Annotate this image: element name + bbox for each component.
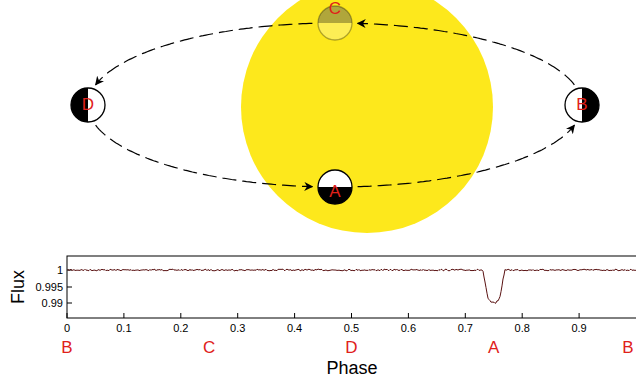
- phase-letter: D: [345, 339, 357, 356]
- x-tick-label: 0.1: [116, 323, 131, 334]
- planet-circle: A: [317, 169, 353, 205]
- x-ticks: [67, 313, 579, 318]
- phase-letter: A: [488, 339, 499, 356]
- planet-circle: B: [564, 87, 600, 123]
- planet-circle: C: [317, 5, 353, 41]
- x-tick-label: 0.8: [515, 323, 530, 334]
- position-letter: D: [70, 87, 106, 123]
- x-tick-label: 0.9: [571, 323, 586, 334]
- axis-title: Phase: [326, 359, 377, 377]
- y-tick-label: 0.995: [35, 282, 63, 293]
- y-tick-label: 1: [57, 265, 63, 276]
- star-disc: [241, 0, 493, 233]
- x-tick-label: 0.3: [230, 323, 245, 334]
- orbit-arc: [358, 23, 575, 85]
- x-tick-label: 0.4: [287, 323, 302, 334]
- orbit-arc: [96, 23, 313, 85]
- x-tick-label: 0.5: [344, 323, 359, 334]
- x-tick-label: 0.7: [458, 323, 473, 334]
- orbit-arc: [96, 125, 313, 187]
- plot-frame: [67, 256, 636, 318]
- phase-letter: B: [61, 339, 72, 356]
- axis-ticks: [67, 270, 72, 303]
- x-tick-label: 0.6: [401, 323, 416, 334]
- position-letter: C: [317, 0, 353, 27]
- y-tick-label: 0.99: [42, 298, 63, 309]
- phase-letter: B: [622, 339, 633, 356]
- position-letter: B: [564, 87, 600, 123]
- axis-title: Flux: [9, 270, 27, 304]
- phase-letter: C: [203, 339, 215, 356]
- planet-circle: D: [70, 87, 106, 123]
- position-letter: A: [317, 174, 353, 210]
- x-tick-label: 0: [64, 323, 70, 334]
- flux-curve: [68, 269, 636, 303]
- x-tick-label: 0.2: [173, 323, 188, 334]
- orbit-arc: [358, 125, 575, 187]
